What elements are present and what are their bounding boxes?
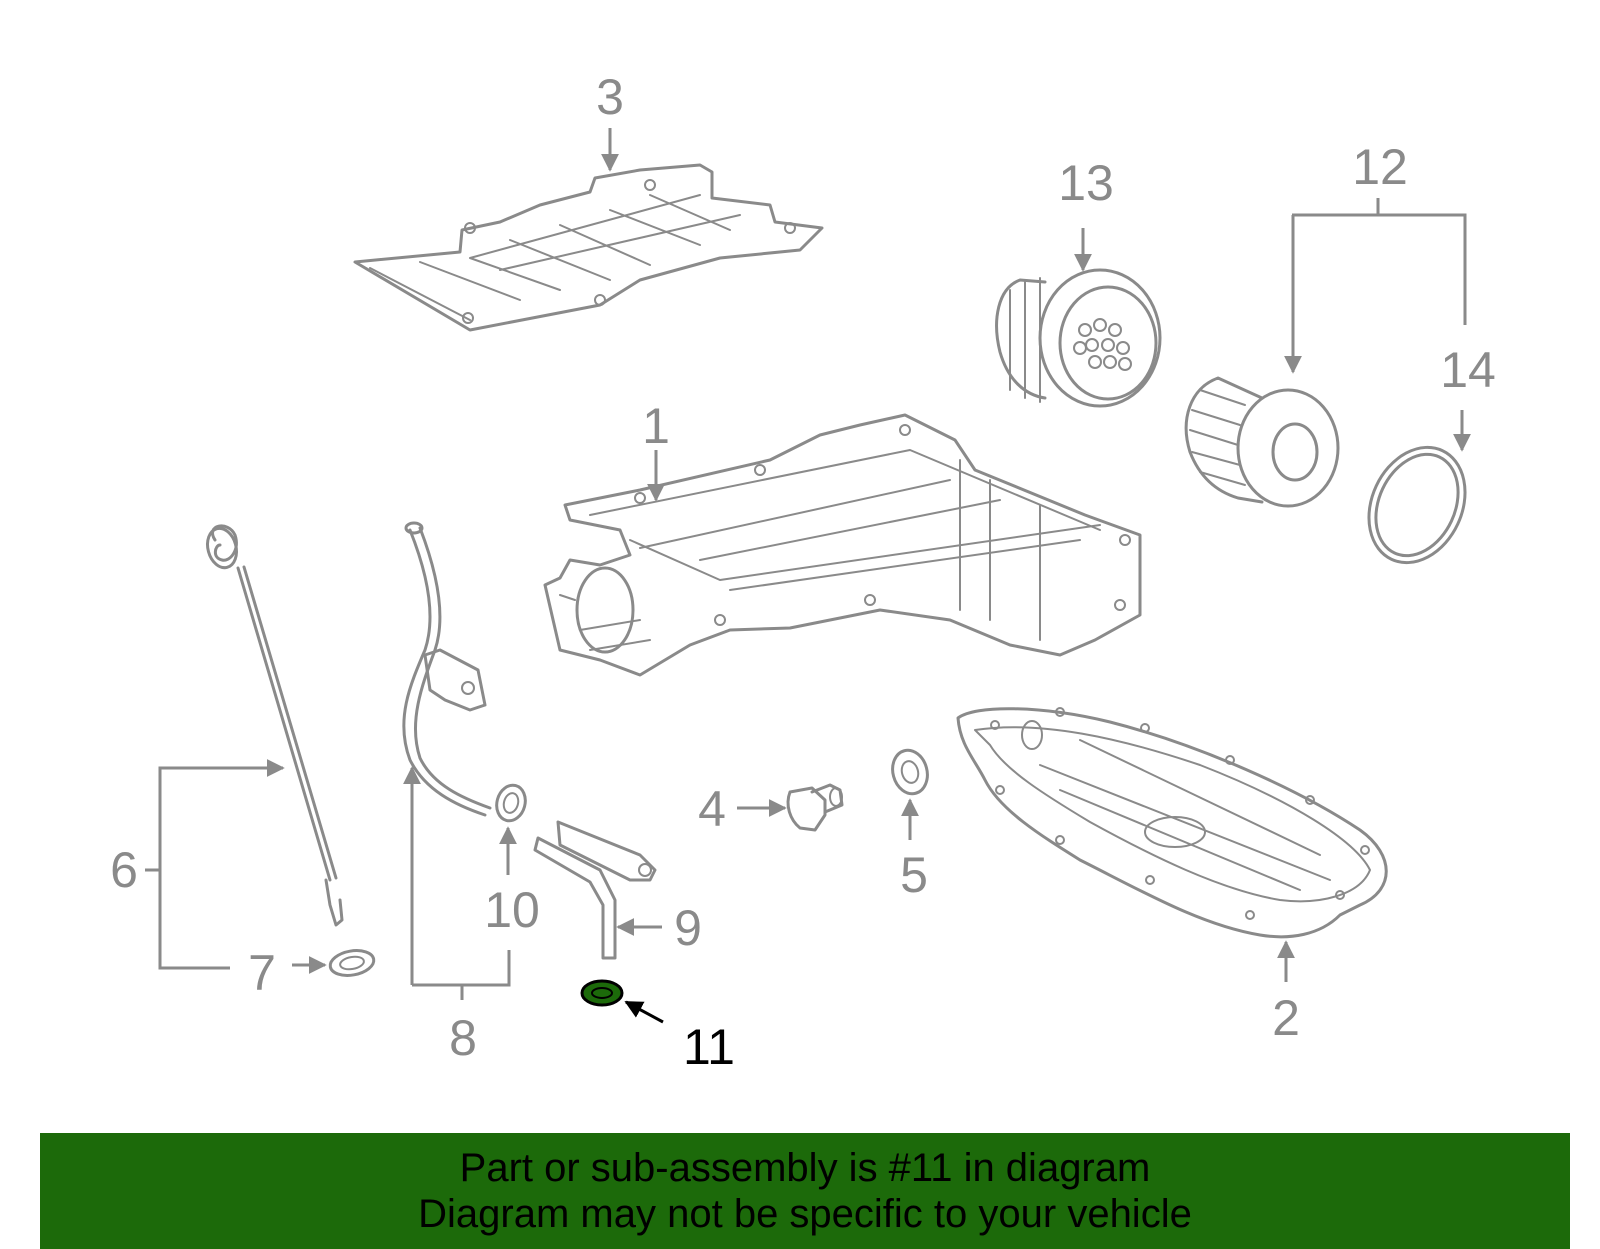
part-3-engine-under-cover — [353, 163, 824, 332]
callout-10: 10 — [484, 882, 540, 938]
leader-lines — [145, 128, 1471, 1024]
callout-14: 14 — [1440, 342, 1496, 398]
callout-5: 5 — [900, 847, 928, 903]
part-2-oil-pan-lower — [956, 707, 1388, 939]
callout-2: 2 — [1272, 990, 1300, 1046]
info-banner: Part or sub-assembly is #11 in diagram D… — [40, 1133, 1570, 1249]
part-14-o-ring — [1367, 445, 1467, 565]
part-6-dipstick — [206, 524, 344, 927]
callout-3: 3 — [596, 69, 624, 125]
part-4-drain-plug — [786, 783, 844, 832]
part-5-drain-gasket — [891, 748, 929, 796]
callout-11: 11 — [683, 1019, 735, 1075]
callout-1: 1 — [642, 398, 670, 454]
part-8-guide-tube — [402, 521, 492, 817]
part-1-oil-pan-upper — [543, 413, 1142, 677]
callout-12: 12 — [1352, 139, 1408, 195]
banner-line-2: Diagram may not be specific to your vehi… — [418, 1192, 1192, 1236]
part-12-oil-filter-element — [1184, 376, 1340, 508]
callout-7: 7 — [248, 945, 276, 1001]
callout-4: 4 — [698, 781, 726, 837]
part-10-gasket — [495, 783, 527, 823]
callout-13: 13 — [1058, 155, 1114, 211]
callout-8: 8 — [449, 1010, 477, 1066]
callout-6: 6 — [110, 842, 138, 898]
part-13-oil-filter-cap — [995, 268, 1162, 408]
part-11-gasket-highlighted — [580, 979, 624, 1007]
part-7-o-ring — [328, 949, 376, 977]
banner-line-1: Part or sub-assembly is #11 in diagram — [459, 1146, 1151, 1190]
callout-9: 9 — [674, 900, 702, 956]
part-9-strainer-tube — [533, 820, 657, 960]
